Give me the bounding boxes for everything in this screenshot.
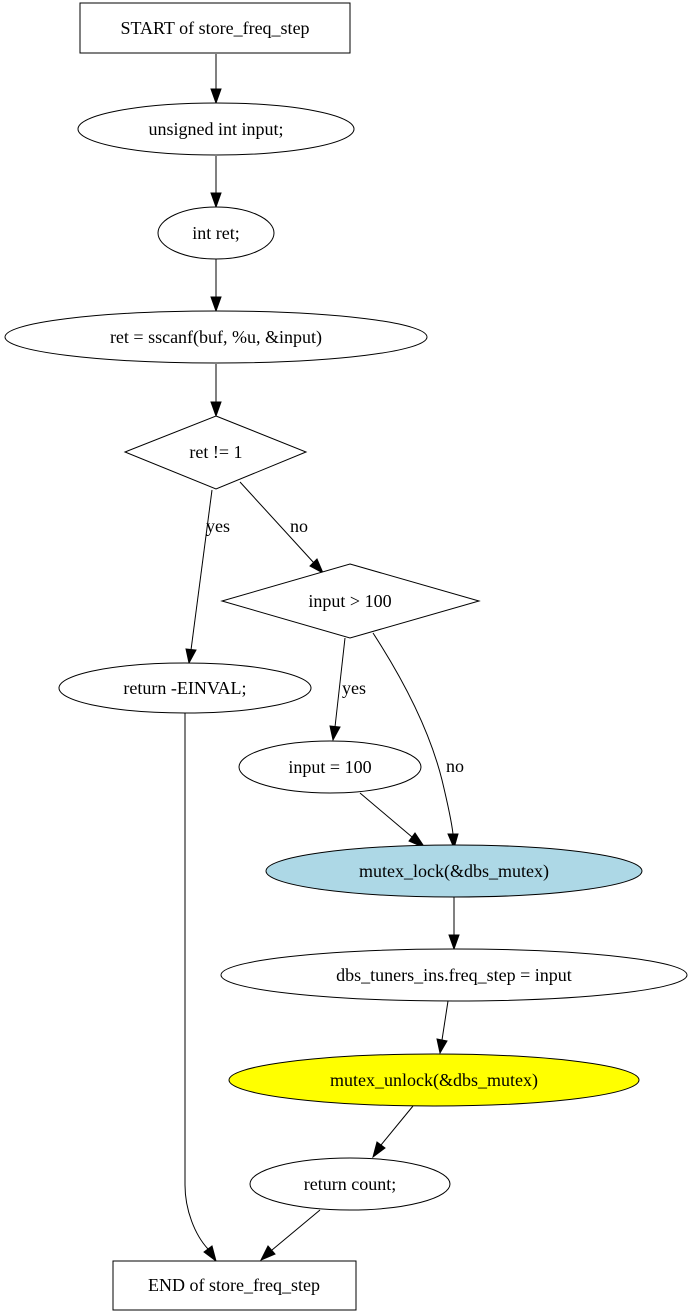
node-decl-ret-label: int ret; [192,223,240,243]
node-sscanf-label: ret = sscanf(buf, %u, &input) [110,327,322,348]
edge-cond-ret-no: no [239,481,325,575]
edge-label-no: no [446,756,464,776]
node-return-einval-label: return -EINVAL; [123,678,246,698]
node-cond-input: input > 100 [220,563,481,639]
edge-decl-ret-to-sscanf [210,259,222,313]
edge-label-yes: yes [206,516,230,536]
node-end: END of store_freq_step [112,1260,357,1311]
edge-assign-100-to-mutex-lock [359,792,427,850]
node-start-label: START of store_freq_step [120,18,309,38]
edge-cond-input-yes: yes [329,637,366,742]
node-mutex-lock-label: mutex_lock(&dbs_mutex) [359,861,549,882]
edge-decl-input-to-decl-ret [210,156,222,209]
node-mutex-unlock: mutex_unlock(&dbs_mutex) [228,1053,640,1107]
node-return-einval: return -EINVAL; [58,662,312,714]
node-decl-ret: int ret; [157,206,275,260]
node-cond-ret: ret != 1 [123,415,308,490]
edge-cond-ret-yes: yes [185,489,230,665]
node-return-count: return count; [249,1157,451,1211]
edge-return-count-to-end [259,1209,321,1261]
edge-label-no: no [290,516,308,536]
node-cond-ret-label: ret != 1 [189,442,242,462]
node-mutex-unlock-label: mutex_unlock(&dbs_mutex) [330,1070,538,1091]
node-assign-100-label: input = 100 [288,757,371,777]
node-decl-input: unsigned int input; [77,102,355,156]
edge-sscanf-to-cond-ret [210,364,222,418]
node-sscanf: ret = sscanf(buf, %u, &input) [4,310,428,364]
node-end-label: END of store_freq_step [148,1275,320,1295]
node-start: START of store_freq_step [79,2,351,54]
node-assign-100: input = 100 [238,740,422,794]
edge-return-einval-to-end [184,713,217,1263]
edge-start-to-decl-input [210,54,222,105]
node-return-count-label: return count; [304,1174,396,1194]
edge-cond-input-no: no [372,632,464,850]
edge-mutex-lock-to-assign-step [448,897,460,951]
edge-mutex-unlock-to-return-count [372,1105,414,1159]
edge-assign-step-to-mutex-unlock [436,1000,449,1055]
node-cond-input-label: input > 100 [308,591,391,611]
edge-label-yes: yes [342,678,366,698]
node-decl-input-label: unsigned int input; [149,119,284,139]
node-assign-step-label: dbs_tuners_ins.freq_step = input [336,965,572,985]
node-mutex-lock: mutex_lock(&dbs_mutex) [265,844,643,898]
node-assign-step: dbs_tuners_ins.freq_step = input [220,948,688,1002]
